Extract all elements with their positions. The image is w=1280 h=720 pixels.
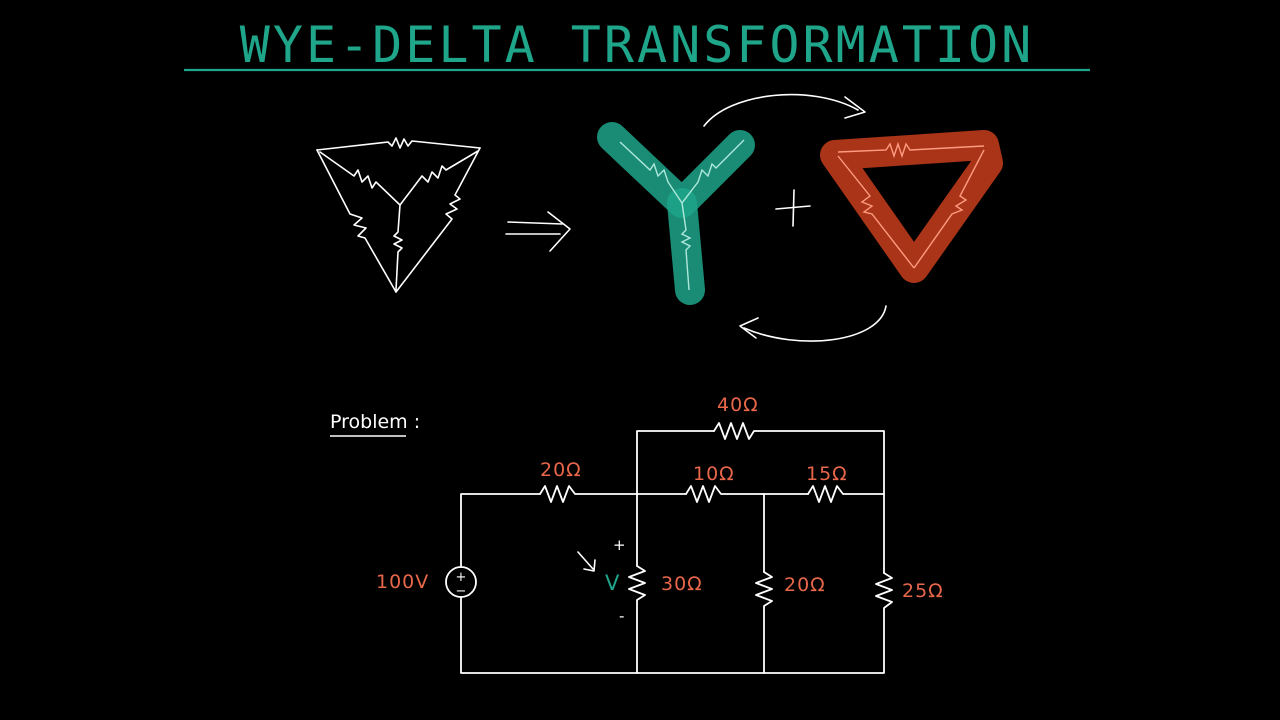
resistor-40-top xyxy=(713,422,885,574)
page-title: WYE-DELTA TRANSFORMATION xyxy=(240,16,1034,74)
voltage-source-icon xyxy=(445,566,477,598)
cycle-arrow-bottom-icon xyxy=(739,305,887,342)
source-voltage-label: 100V xyxy=(376,571,429,593)
delta-network-icon xyxy=(820,130,1003,283)
measured-voltage-label: V xyxy=(605,571,620,595)
cycle-arrow-top-icon xyxy=(703,93,866,127)
resistor-25 xyxy=(875,572,893,674)
label-25-ohm: 25Ω xyxy=(902,580,944,602)
label-20-ohm-mid: 20Ω xyxy=(784,574,826,596)
resistor-10 xyxy=(685,485,763,503)
label-20-ohm-left: 20Ω xyxy=(540,459,582,481)
implies-arrow-icon xyxy=(505,211,571,252)
resistor-15 xyxy=(807,485,885,503)
resistor-20-left xyxy=(539,485,638,503)
label-30-ohm: 30Ω xyxy=(661,573,703,595)
label-15-ohm: 15Ω xyxy=(806,463,848,485)
source-minus: − xyxy=(456,584,467,599)
problem-label: Problem : xyxy=(330,411,420,433)
measure-minus: - xyxy=(619,607,624,625)
circuit: + − xyxy=(445,422,893,674)
measure-plus: + xyxy=(613,536,626,554)
label-40-ohm: 40Ω xyxy=(717,394,759,416)
label-10-ohm: 10Ω xyxy=(693,463,735,485)
source-plus: + xyxy=(456,570,467,585)
wye-network-icon xyxy=(597,122,755,305)
plus-icon xyxy=(775,189,811,227)
resistor-20-mid xyxy=(755,571,773,674)
resistor-30 xyxy=(628,565,646,674)
pointer-arrow-icon xyxy=(577,551,596,572)
combined-network-sketch xyxy=(316,137,481,293)
